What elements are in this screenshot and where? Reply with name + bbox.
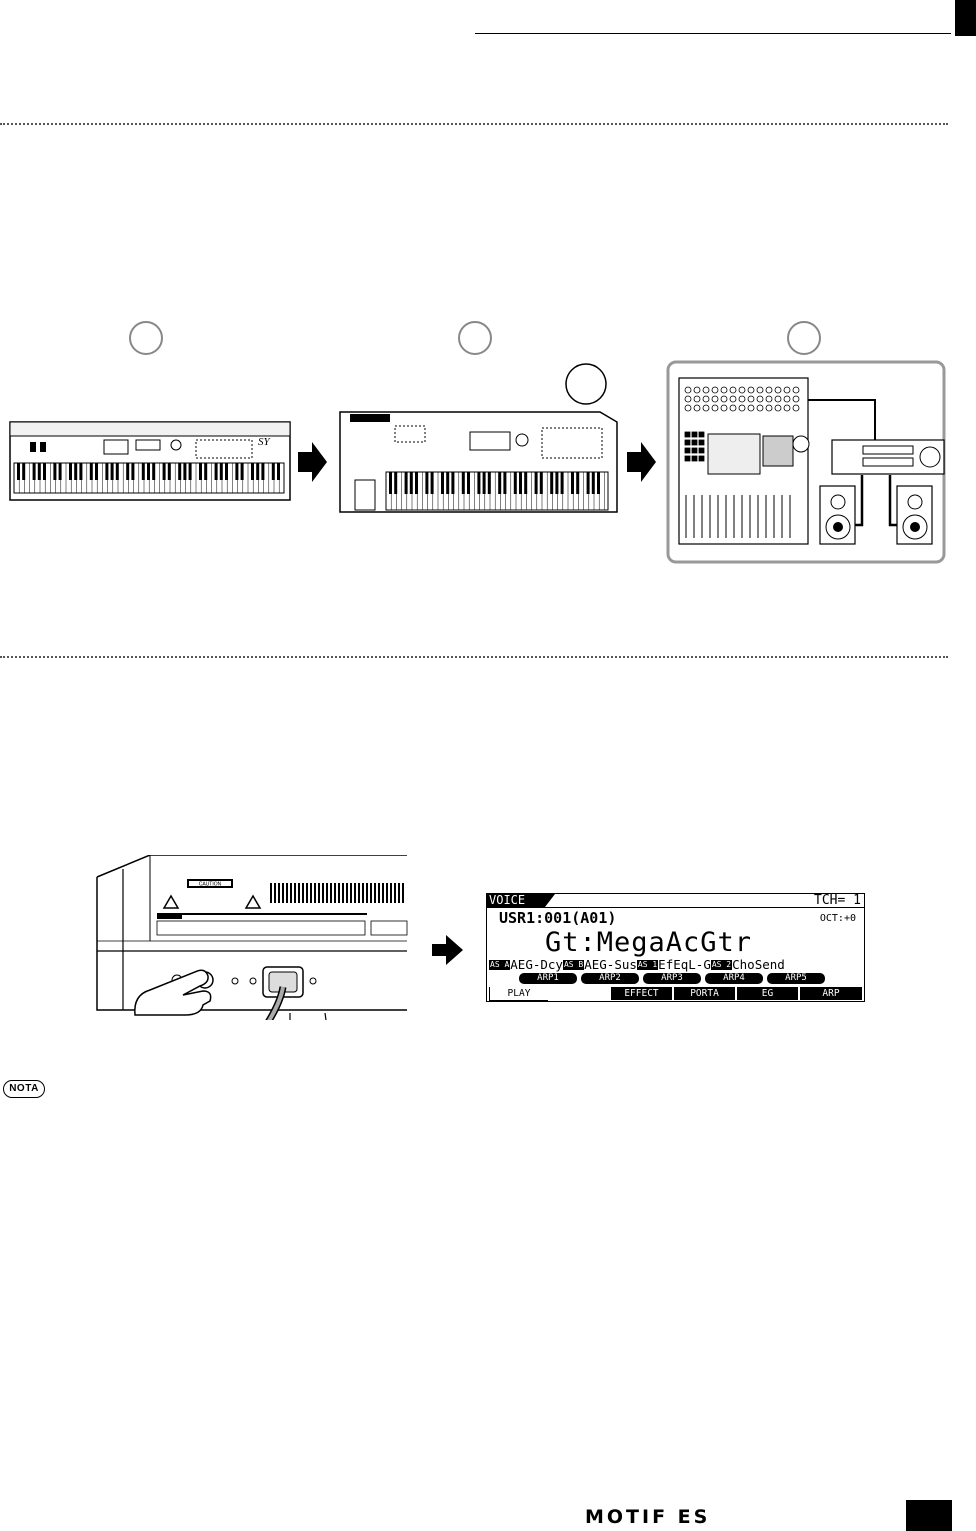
arp1-button: ARP1 — [519, 973, 577, 984]
note-badge: NOTA — [3, 1080, 45, 1098]
section-divider-2 — [0, 656, 948, 658]
lcd-param-badge: AS 2 — [710, 960, 733, 970]
mixer-speakers-illustration — [666, 360, 946, 564]
lcd-top-line — [487, 907, 864, 908]
lcd-tab-porta: PORTA — [674, 987, 735, 1000]
step-circle-2 — [458, 321, 492, 355]
lcd-param-badge: AS A — [489, 960, 511, 970]
lcd-param-label: AEG-Dcy — [510, 957, 563, 972]
arp4-button: ARP4 — [705, 973, 763, 984]
lcd-param-badge: AS B — [562, 960, 585, 970]
lcd-menu-tabs: PLAY EFFECT PORTA EG ARP — [487, 986, 864, 1001]
lcd-tab-effect: EFFECT — [611, 987, 672, 1000]
lcd-octave: OCT:+0 — [819, 913, 856, 924]
lcd-voice-name: Gt:MegaAcGtr — [545, 927, 753, 958]
synth-logo: SY — [258, 436, 272, 448]
arrow-right-icon — [432, 935, 463, 965]
arp5-button: ARP5 — [767, 973, 825, 984]
lcd-transmit-channel: TCH= 1 — [814, 893, 861, 908]
lcd-param-label: AEG-Sus — [584, 957, 637, 972]
lcd-param-label: ChoSend — [732, 957, 785, 972]
lcd-assign-params: AS AAEG-DcyAS BAEG-SusAS 1EfEqL-GAS 2Cho… — [489, 957, 864, 972]
page-number-box — [906, 1500, 952, 1531]
lcd-mode-tab: VOICE — [487, 894, 545, 907]
lcd-tab-notch — [545, 894, 555, 907]
caution-text: CAUTION — [199, 882, 222, 888]
lcd-arp-row: ARP1 ARP2 ARP3 ARP4 ARP5 — [519, 973, 859, 984]
step-circle-3 — [787, 321, 821, 355]
lcd-tab-empty — [549, 987, 609, 1000]
lcd-screen: VOICE TCH= 1 USR1:001(A01) OCT:+0 Gt:Meg… — [486, 893, 865, 1002]
rear-panel-illustration: CAUTION — [96, 855, 408, 1020]
lcd-tab-eg: EG — [737, 987, 798, 1000]
controller-keyboard-illustration — [9, 421, 291, 501]
step-circle-1 — [129, 321, 163, 355]
arp3-button: ARP3 — [643, 973, 701, 984]
section-divider-1 — [0, 123, 948, 125]
footer-brand: MOTIF ES — [585, 1506, 711, 1528]
lcd-tab-arp: ARP — [800, 987, 862, 1000]
lcd-bank-number: USR1:001(A01) — [499, 909, 617, 927]
lcd-param-badge: AS 1 — [636, 960, 659, 970]
chapter-tab — [955, 0, 976, 36]
header-rule — [475, 33, 951, 34]
lcd-param-label: EfEqL-G — [658, 957, 711, 972]
connection-diagram: SY — [9, 360, 946, 564]
lcd-tab-play: PLAY — [489, 987, 548, 1001]
arp2-button: ARP2 — [581, 973, 639, 984]
motif-es-illustration — [339, 363, 618, 513]
